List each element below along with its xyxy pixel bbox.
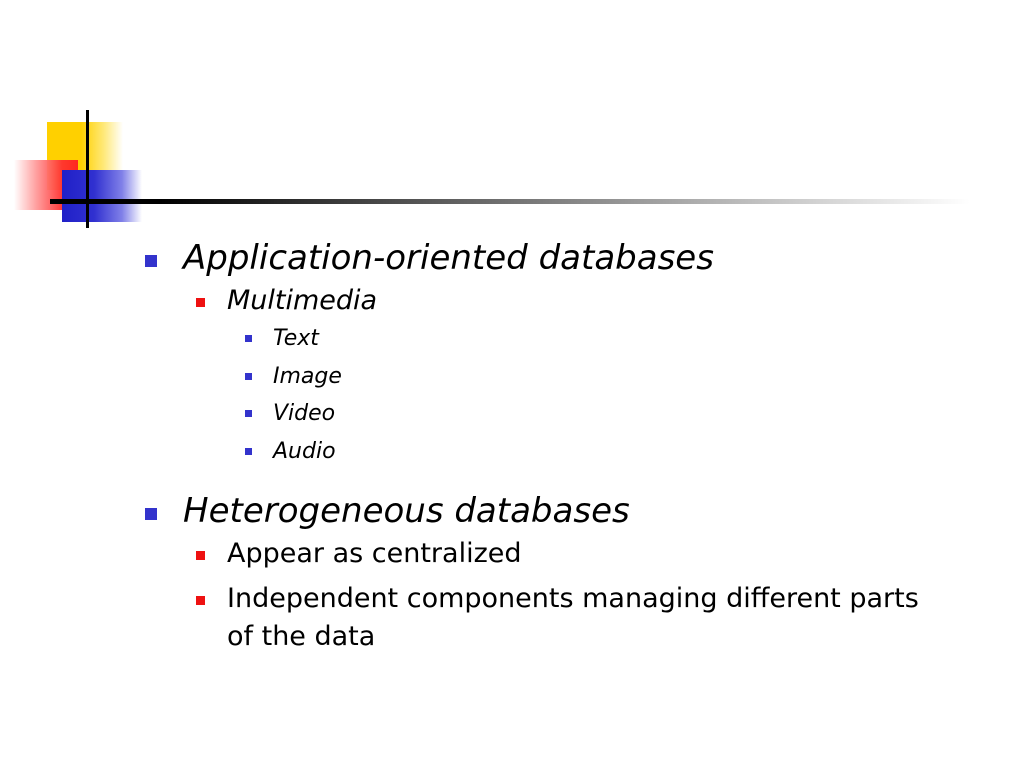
square-bullet-icon xyxy=(245,372,252,380)
bullet-item-heterogeneous: Heterogeneous databases xyxy=(0,487,1024,535)
sub-bullet-text: Multimedia xyxy=(227,285,378,316)
sub-bullet-item-independent-components: Independent components managing differen… xyxy=(0,580,1024,656)
sub-sub-bullet-item-text: Text xyxy=(0,320,1024,358)
square-bullet-icon xyxy=(145,255,157,267)
sub-sub-bullet-text: Image xyxy=(273,363,342,389)
sub-sub-bullet-item-audio: Audio xyxy=(0,433,1024,471)
bullet-item-application-oriented: Application-oriented databases xyxy=(0,234,1024,282)
square-bullet-icon xyxy=(196,596,205,605)
sub-sub-bullet-text: Text xyxy=(273,326,319,351)
bullet-list: Application-oriented databases Multimedi… xyxy=(0,234,1024,656)
square-bullet-icon xyxy=(196,298,205,307)
vertical-rule xyxy=(86,110,89,228)
sub-sub-bullet-item-video: Video xyxy=(0,395,1024,433)
square-bullet-icon xyxy=(245,335,252,342)
square-bullet-icon xyxy=(245,447,252,455)
sub-bullet-text: Appear as centralized xyxy=(227,538,522,569)
square-bullet-icon xyxy=(145,508,157,520)
square-bullet-icon xyxy=(245,410,252,417)
slide-body: Application-oriented databases Multimedi… xyxy=(0,226,1024,656)
sub-bullet-item-appear-centralized: Appear as centralized xyxy=(0,535,1024,573)
sub-sub-bullet-text: Audio xyxy=(273,438,336,464)
square-bullet-icon xyxy=(196,551,205,560)
sub-bullet-item-multimedia: Multimedia xyxy=(0,282,1024,320)
blue-square-decoration xyxy=(62,170,142,222)
sub-bullet-text: Independent components managing differen… xyxy=(227,583,919,652)
bullet-text: Heterogeneous databases xyxy=(183,491,630,531)
sub-sub-bullet-text: Video xyxy=(273,401,336,426)
bullet-text: Application-oriented databases xyxy=(183,238,714,278)
title-underline-rule xyxy=(50,199,970,204)
corner-decoration-graphic xyxy=(0,0,1024,240)
sub-sub-bullet-item-image: Image xyxy=(0,358,1024,396)
